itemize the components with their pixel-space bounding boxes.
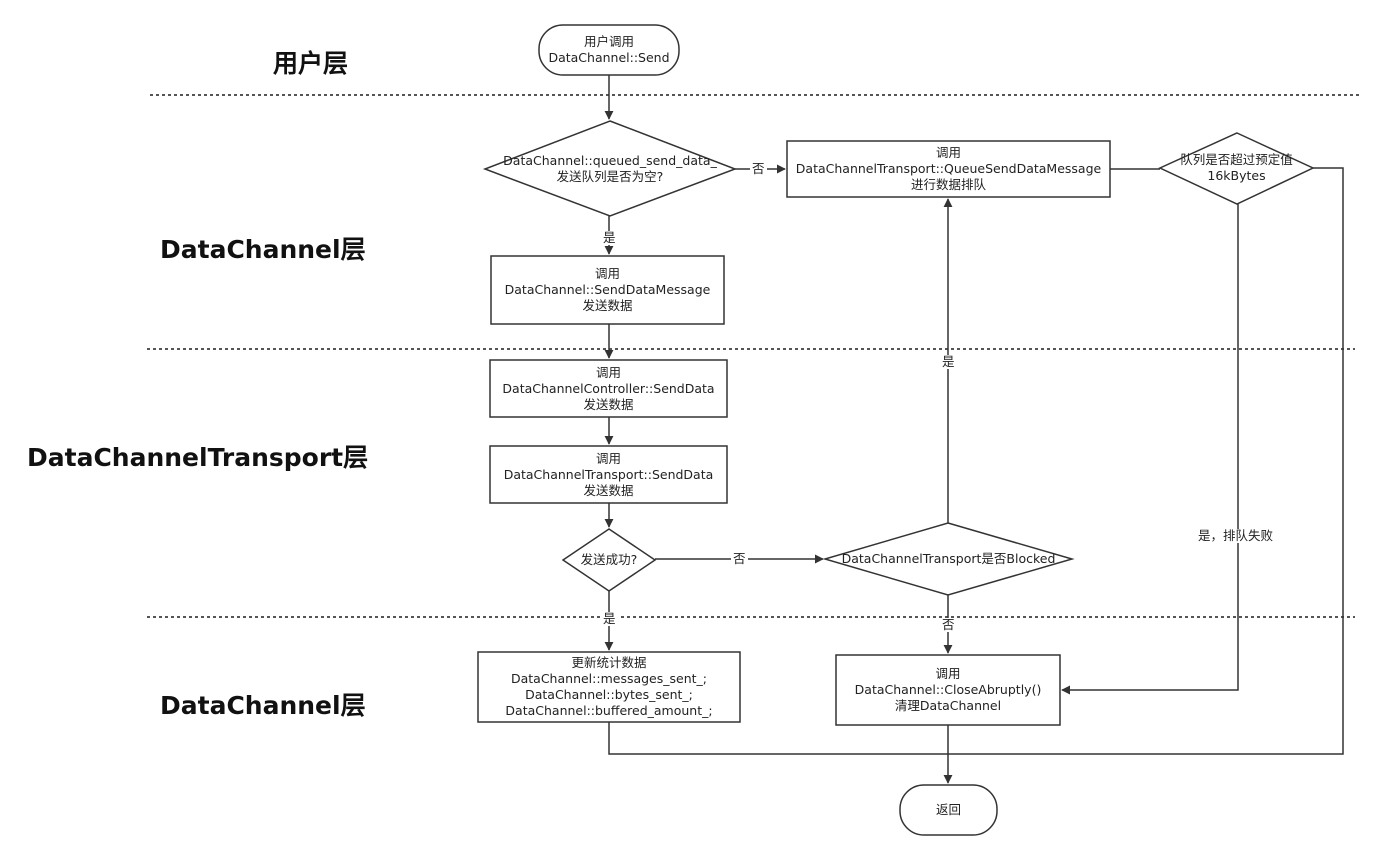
- queue-check-decision: [482, 120, 738, 217]
- edge-label-queue-not-empty: 否: [750, 161, 767, 176]
- send-success-text: 发送成功?: [563, 551, 655, 569]
- queue-limit-line2: 16kBytes: [1207, 168, 1266, 183]
- transport-send-line3: 发送数据: [583, 482, 634, 498]
- queue-check-text: DataChannel::queued_send_data_发送队列是否为空?: [485, 150, 735, 188]
- edge-limit-no-to-return: [948, 167, 1344, 755]
- send-data-message-line1: 调用: [594, 266, 620, 281]
- edge-label-queue-empty: 是: [601, 230, 618, 245]
- layer-label-datachannel-bottom: DataChannel层: [160, 691, 366, 720]
- update-stats-line2: DataChannel::messages_sent_;: [510, 671, 707, 686]
- queue-send-process: [786, 140, 1111, 198]
- edge-label-limit-exceeded: 是，排队失败: [1196, 528, 1276, 543]
- queue-check-line2: 发送队列是否为空?: [556, 169, 664, 184]
- edge-limit-to-close: [1061, 204, 1239, 695]
- send-data-message-process: [490, 255, 725, 325]
- edge-label-send-failed: 否: [731, 551, 748, 566]
- start-line1: 用户调用: [583, 34, 634, 49]
- update-stats-line4: DataChannel::buffered_amount_;: [505, 703, 713, 718]
- queue-limit-decision: [1158, 132, 1315, 205]
- controller-send-line2: DataChannelController::SendData: [502, 380, 715, 396]
- close-abruptly-line1: 调用: [935, 666, 961, 681]
- update-stats-line1: 更新统计数据: [571, 655, 647, 670]
- send-data-message-line3: 发送数据: [582, 298, 633, 313]
- edge-label-send-ok: 是: [601, 611, 618, 626]
- layer-label-user: 用户层: [273, 49, 349, 78]
- transport-send-line2: DataChannelTransport::SendData: [503, 466, 714, 482]
- close-abruptly-line2: DataChannel::CloseAbruptly(): [854, 682, 1042, 697]
- return-line1: 返回: [935, 802, 961, 817]
- blocked-check-text: DataChannelTransport是否Blocked: [825, 550, 1072, 568]
- transport-send-line1: 调用: [595, 450, 621, 466]
- send-success-line1: 发送成功?: [580, 552, 638, 567]
- blocked-check-line1: DataChannelTransport是否Blocked: [841, 551, 1056, 566]
- queue-send-line3: 进行数据排队: [910, 177, 986, 192]
- send-data-message-line2: DataChannel::SendDataMessage: [504, 282, 711, 297]
- queue-send-line1: 调用: [935, 145, 961, 160]
- edge-label-blocked-yes: 是: [940, 354, 957, 369]
- controller-send-line3: 发送数据: [583, 396, 634, 412]
- return-terminal: [899, 784, 998, 836]
- edge-label-not-blocked: 否: [940, 617, 957, 632]
- edge-stats-to-return: [608, 722, 948, 755]
- layer-label-transport: DataChannelTransport层: [27, 443, 369, 472]
- queue-limit-line1: 队列是否超过预定值: [1180, 152, 1293, 167]
- controller-send-line1: 调用: [595, 364, 621, 380]
- queue-check-line1: DataChannel::queued_send_data_: [503, 153, 717, 168]
- update-stats-line3: DataChannel::bytes_sent_;: [525, 687, 693, 702]
- queue-send-line2: DataChannelTransport::QueueSendDataMessa…: [795, 161, 1102, 176]
- close-abruptly-line3: 清理DataChannel: [894, 698, 1002, 713]
- layer-label-datachannel-top: DataChannel层: [160, 235, 366, 264]
- start-line2: DataChannel::Send: [548, 50, 670, 65]
- return-text: 返回: [900, 785, 997, 835]
